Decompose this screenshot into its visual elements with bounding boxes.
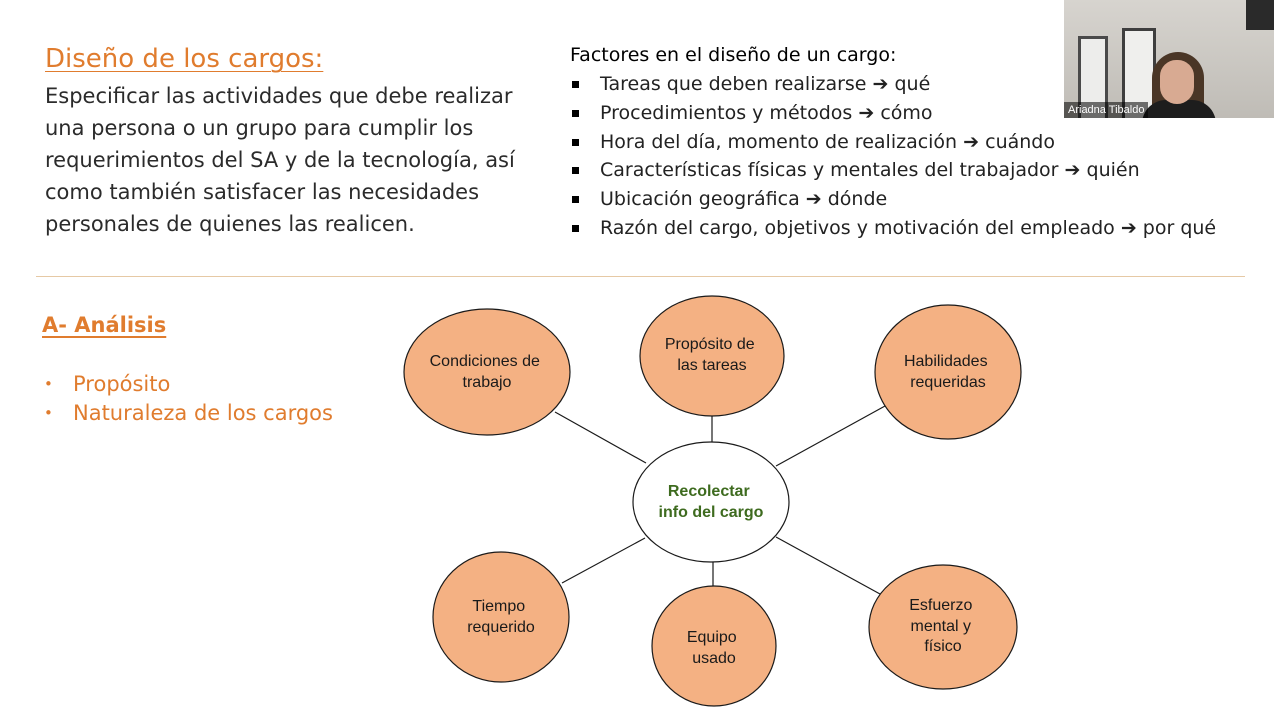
connector-line — [554, 411, 647, 464]
factor-item: Procedimientos y métodos ➔ cómo — [570, 99, 1260, 128]
node-label: Propósito de las tareas — [665, 336, 759, 374]
node-shape — [868, 564, 1018, 690]
node-shape — [639, 295, 785, 417]
node-proposito: Propósito de las tareas — [639, 295, 785, 417]
analysis-item: • Propósito — [42, 370, 333, 399]
factor-text: Razón del cargo, objetivos y motivación … — [600, 216, 1115, 239]
factor-answer: dónde — [827, 188, 888, 211]
square-bullet-icon — [572, 81, 579, 88]
square-bullet-icon — [572, 138, 579, 146]
participant-body — [1142, 100, 1216, 118]
arrow-right-icon: ➔ — [858, 101, 875, 124]
slide-title: Diseño de los cargos: — [45, 44, 324, 74]
arrow-right-icon: ➔ — [872, 73, 889, 95]
arrow-right-icon: ➔ — [963, 130, 980, 153]
connector-line — [561, 537, 646, 584]
video-thumbnail[interactable]: Ariadna Tibaldo — [1064, 0, 1274, 118]
square-bullet-icon — [572, 224, 579, 232]
node-label-line: las tareas — [677, 357, 746, 374]
node-esfuerzo: Esfuerzo mental y físico — [868, 564, 1018, 690]
square-bullet-icon — [572, 109, 579, 117]
center-label-line: Recolectar — [668, 483, 750, 500]
node-label: Esfuerzo mental y físico — [909, 597, 977, 655]
participant-face — [1160, 60, 1194, 104]
factor-item: Ubicación geográfica ➔ dónde — [570, 185, 1260, 214]
node-label: Habilidades requeridas — [904, 353, 992, 391]
node-label-line: Habilidades — [904, 353, 988, 370]
participant-name-label: Ariadna Tibaldo — [1064, 102, 1149, 118]
factors-title: Factores en el diseño de un cargo: — [570, 44, 897, 66]
node-label: Equipo usado — [687, 629, 741, 667]
node-shape — [651, 585, 777, 707]
center-node-label: Recolectar info del cargo — [659, 483, 764, 521]
factor-text: Hora del día, momento de realización — [600, 130, 958, 153]
node-tiempo: Tiempo requerido — [432, 551, 570, 683]
connector-line — [775, 536, 881, 595]
factor-answer: por qué — [1142, 216, 1217, 239]
node-label-line: físico — [924, 638, 961, 655]
node-shape — [403, 308, 571, 436]
node-label-line: requerido — [467, 619, 535, 636]
bullet-dot-icon: • — [44, 404, 53, 422]
analysis-item-label: Propósito — [73, 372, 171, 396]
arrow-right-icon: ➔ — [1064, 159, 1081, 182]
square-bullet-icon — [572, 196, 579, 204]
node-label-line: requeridas — [910, 374, 986, 391]
node-equipo: Equipo usado — [651, 585, 777, 707]
node-label-line: mental y — [911, 618, 971, 635]
definition-text: Especificar las actividades que debe rea… — [45, 84, 515, 236]
analysis-list: • Propósito • Naturaleza de los cargos — [42, 370, 333, 428]
analysis-heading: A- Análisis — [42, 313, 167, 337]
connector-line — [775, 405, 886, 467]
bullet-dot-icon: • — [44, 375, 53, 393]
node-center: Recolectar info del cargo — [632, 441, 790, 563]
center-label-line: info del cargo — [659, 504, 764, 521]
factors-list: Tareas que deben realizarse ➔ qué Proced… — [570, 70, 1260, 243]
factor-answer: cómo — [880, 101, 933, 124]
analysis-item-label: Naturaleza de los cargos — [73, 401, 333, 425]
factor-item: Tareas que deben realizarse ➔ qué — [570, 70, 1260, 99]
node-shape — [874, 304, 1022, 440]
factor-text: Características físicas y mentales del t… — [600, 159, 1059, 182]
video-tv-shape — [1246, 0, 1274, 30]
factor-answer: cuándo — [985, 130, 1055, 153]
node-label-line: Propósito de — [665, 336, 755, 353]
factor-text: Procedimientos y métodos — [600, 101, 853, 124]
node-condiciones: Condiciones de trabajo — [403, 308, 571, 436]
factor-answer: qué — [894, 73, 931, 95]
factors-section: Factores en el diseño de un cargo: Tarea… — [570, 42, 1260, 243]
center-node-shape — [632, 441, 790, 563]
factor-text: Ubicación geográfica — [600, 188, 800, 211]
node-label-line: Condiciones de — [430, 353, 540, 370]
arrow-right-icon: ➔ — [805, 188, 822, 211]
node-label: Condiciones de trabajo — [430, 353, 545, 391]
node-label: Tiempo requerido — [467, 598, 535, 636]
node-label-line: trabajo — [463, 374, 512, 391]
square-bullet-icon — [572, 167, 579, 175]
node-label-line: Tiempo — [472, 598, 525, 615]
node-label-line: Equipo — [687, 629, 737, 646]
factor-item: Características físicas y mentales del t… — [570, 156, 1260, 185]
factor-item: Hora del día, momento de realización ➔ c… — [570, 128, 1260, 157]
analysis-item: • Naturaleza de los cargos — [42, 399, 333, 428]
node-label-line: Esfuerzo — [909, 597, 972, 614]
arrow-right-icon: ➔ — [1120, 216, 1137, 239]
factor-text: Tareas que deben realizarse — [600, 73, 867, 95]
section-divider — [36, 276, 1245, 277]
factor-answer: quién — [1086, 159, 1140, 182]
node-label-line: usado — [692, 650, 736, 667]
node-shape — [432, 551, 570, 683]
node-habilidades: Habilidades requeridas — [874, 304, 1022, 440]
factor-item: Razón del cargo, objetivos y motivación … — [570, 214, 1260, 243]
